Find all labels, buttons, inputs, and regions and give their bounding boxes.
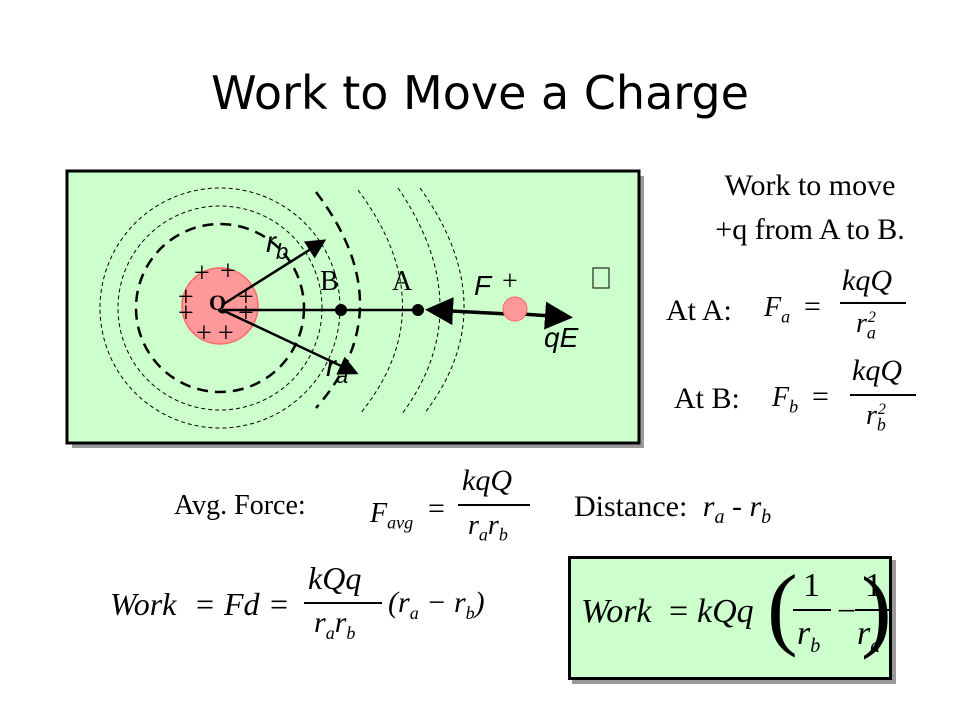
fraction-bar [840, 302, 906, 304]
radius-rb-line [221, 239, 327, 307]
fraction-denominator: rb2 [866, 400, 886, 435]
equals-sign: = [812, 380, 829, 413]
field-force-label: qE [544, 322, 579, 353]
equals-sign: = [428, 492, 445, 525]
fraction-bar [304, 602, 382, 604]
plus-sign: + [220, 256, 236, 287]
plus-sign: + [196, 318, 212, 349]
point-a-label: A [392, 266, 413, 297]
avg-force-label: Avg. Force: [174, 490, 306, 521]
distance-line: Distance: ra - rb [574, 490, 772, 528]
plus-sign: + [238, 298, 254, 329]
plus-sign: + [194, 258, 210, 289]
paren-close: ) [861, 558, 892, 660]
fraction-numerator: kqQ [852, 354, 902, 387]
field-panel [65, 169, 641, 445]
paren-open: ( [767, 556, 798, 658]
test-charge-sign: + [502, 266, 518, 297]
field-force-arrow [521, 301, 573, 330]
label-ra: ra [326, 350, 349, 388]
point-b-label: B [320, 266, 339, 297]
fraction-numerator: kqQ [842, 264, 892, 297]
at-b-label: At B: [674, 382, 740, 415]
radius-ra-line [221, 308, 359, 375]
plus-sign: + [178, 298, 194, 329]
fraction-bar [793, 609, 831, 611]
equals-sign: = [804, 290, 821, 323]
description-line2: +q from A to B. [715, 213, 905, 246]
point-b-dot [335, 304, 347, 316]
plus-sign: + [238, 282, 254, 313]
force-b-symbol: Fb [772, 382, 799, 417]
force-a-symbol: Fa [764, 292, 791, 327]
plus-sign: + [178, 282, 194, 313]
source-charge [181, 267, 259, 345]
work-equation-final: Work = kQq ( 1 rb − 1 ra [577, 561, 889, 671]
fraction-bar [850, 394, 916, 396]
label-rb: rb [266, 226, 289, 264]
charge-label: Q [209, 290, 227, 315]
final-work-box: Work = kQq ( 1 rb − 1 ra ) [568, 556, 892, 680]
force-label: F [474, 270, 492, 301]
avg-force-symbol: Favg [370, 498, 414, 533]
description-line1: Work to move [724, 169, 896, 202]
test-charge [502, 296, 528, 322]
force-arrow [425, 297, 509, 326]
at-a-label: At A: [666, 294, 732, 327]
unknown-glyph-icon [592, 267, 610, 289]
fraction-numerator: kqQ [462, 464, 512, 497]
fraction-bar [855, 609, 889, 611]
fraction-denominator: rarb [468, 510, 508, 545]
description: Work to move +q from A to B. [660, 164, 960, 252]
page-title: Work to Move a Charge [211, 66, 749, 120]
distance-label: Distance: [574, 490, 688, 523]
fraction-denominator: ra2 [856, 308, 876, 343]
point-a-dot [412, 304, 424, 316]
fraction-bar [458, 504, 530, 506]
plus-sign: + [218, 318, 234, 349]
